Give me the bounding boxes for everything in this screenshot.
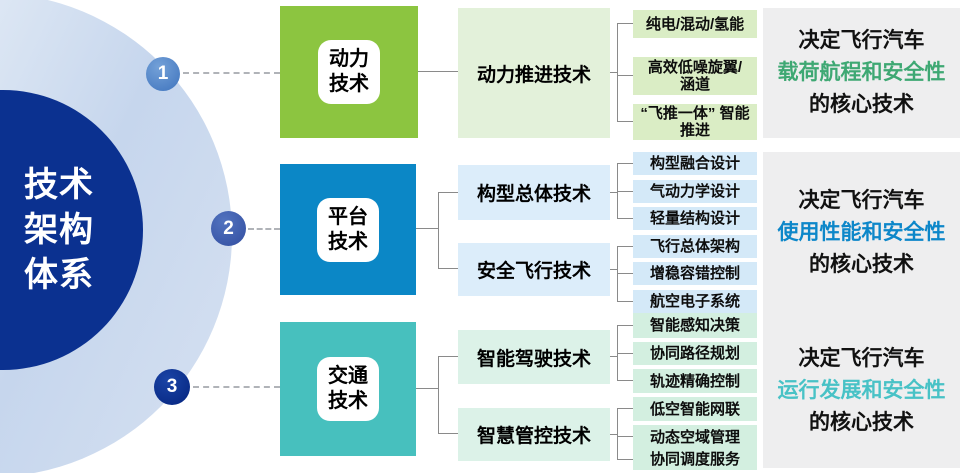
connector-line: [610, 269, 617, 270]
connector-line: [617, 301, 633, 302]
connector-line: [610, 356, 617, 357]
subtech-smart-management: 智慧管控技术: [458, 408, 610, 461]
summary-box-traffic: 决定飞行汽车 运行发展和安全性 的核心技术: [763, 313, 960, 468]
leaf-item: 飞行总体架构: [633, 235, 757, 258]
subtech-power-propulsion: 动力推进技术: [458, 8, 610, 138]
connector-line: [617, 246, 633, 247]
step-number: 2: [223, 217, 234, 239]
leaf-item: 协同路径规划: [633, 342, 757, 365]
connector-line: [438, 357, 439, 434]
step-badge-3: 3: [154, 369, 190, 405]
summary-line: 决定飞行汽车: [798, 29, 925, 52]
connector-line: [617, 353, 633, 354]
connector-line: [610, 192, 617, 193]
connector-line: [617, 408, 633, 409]
leaf-item: 航空电子系统: [633, 290, 757, 313]
dashed-connector-1: [183, 72, 280, 74]
leaf-item: 协同调度服务: [633, 449, 757, 470]
connector-line: [438, 268, 458, 269]
summary-box-power: 决定飞行汽车 载荷航程和安全性 的核心技术: [763, 8, 960, 138]
connector-line: [438, 356, 458, 357]
leaf-item: 高效低噪旋翼/ 涵道: [633, 57, 757, 95]
leaf-item: 低空智能网联: [633, 397, 757, 421]
step-number: 3: [166, 376, 178, 397]
leaf-item: 气动力学设计: [633, 180, 757, 203]
summary-line: 的核心技术: [809, 410, 914, 434]
connector-line: [617, 23, 618, 122]
category-box-platform: 平台 技术: [280, 164, 416, 295]
category-label-power: 动力 技术: [318, 40, 380, 104]
leaf-item: 轨迹精确控制: [633, 369, 757, 393]
subtech-configuration: 构型总体技术: [458, 165, 610, 220]
summary-highlight: 运行发展和安全性: [777, 378, 946, 402]
connector-line: [617, 163, 633, 164]
leaf-item: 纯电/混动/氢能: [633, 10, 757, 38]
connector-line: [610, 434, 617, 435]
connector-line: [617, 75, 633, 76]
step-number: 1: [157, 63, 169, 84]
connector-line: [617, 325, 633, 326]
leaf-item: 智能感知决策: [633, 313, 757, 338]
connector-line: [617, 459, 633, 460]
step-badge-1: 1: [146, 57, 180, 91]
summary-box-platform: 决定飞行汽车 使用性能和安全性 的核心技术: [763, 152, 960, 313]
leaf-item: 轻量结构设计: [633, 207, 757, 230]
category-label-platform: 平台 技术: [317, 197, 379, 262]
category-label-traffic: 交通 技术: [317, 357, 379, 421]
step-badge-2: 2: [211, 211, 246, 246]
connector-line: [617, 121, 633, 122]
leaf-item: 动态空域管理: [633, 425, 757, 449]
connector-line: [418, 71, 458, 72]
connector-line: [438, 192, 439, 269]
summary-line: 的核心技术: [809, 93, 914, 116]
connector-line: [617, 246, 618, 302]
connector-line: [617, 23, 633, 24]
connector-line: [438, 433, 458, 434]
connector-line: [617, 273, 633, 274]
diagram-title: 技术 架构 体系: [24, 166, 94, 294]
dashed-connector-3: [193, 386, 280, 388]
summary-line: 决定飞行汽车: [798, 188, 925, 212]
leaf-item: 构型融合设计: [633, 152, 757, 175]
summary-highlight: 载荷航程和安全性: [777, 61, 946, 84]
connector-line: [617, 380, 633, 381]
connector-line: [416, 388, 438, 389]
connector-line: [416, 228, 438, 229]
connector-line: [617, 191, 633, 192]
summary-line: 决定飞行汽车: [798, 346, 925, 370]
leaf-item: 增稳容错控制: [633, 262, 757, 285]
connector-line: [617, 218, 633, 219]
connector-line: [438, 192, 458, 193]
category-box-power: 动力 技术: [280, 6, 418, 138]
connector-line: [610, 72, 617, 73]
subtech-intelligent-driving: 智能驾驶技术: [458, 330, 610, 384]
summary-line: 的核心技术: [809, 252, 914, 276]
dashed-connector-2: [248, 228, 280, 230]
leaf-item: “飞推一体” 智能 推进: [633, 104, 757, 140]
connector-line: [617, 436, 633, 437]
category-box-traffic: 交通 技术: [280, 322, 416, 456]
subtech-safe-flight: 安全飞行技术: [458, 243, 610, 296]
connector-line: [617, 408, 618, 460]
summary-highlight: 使用性能和安全性: [777, 220, 946, 244]
